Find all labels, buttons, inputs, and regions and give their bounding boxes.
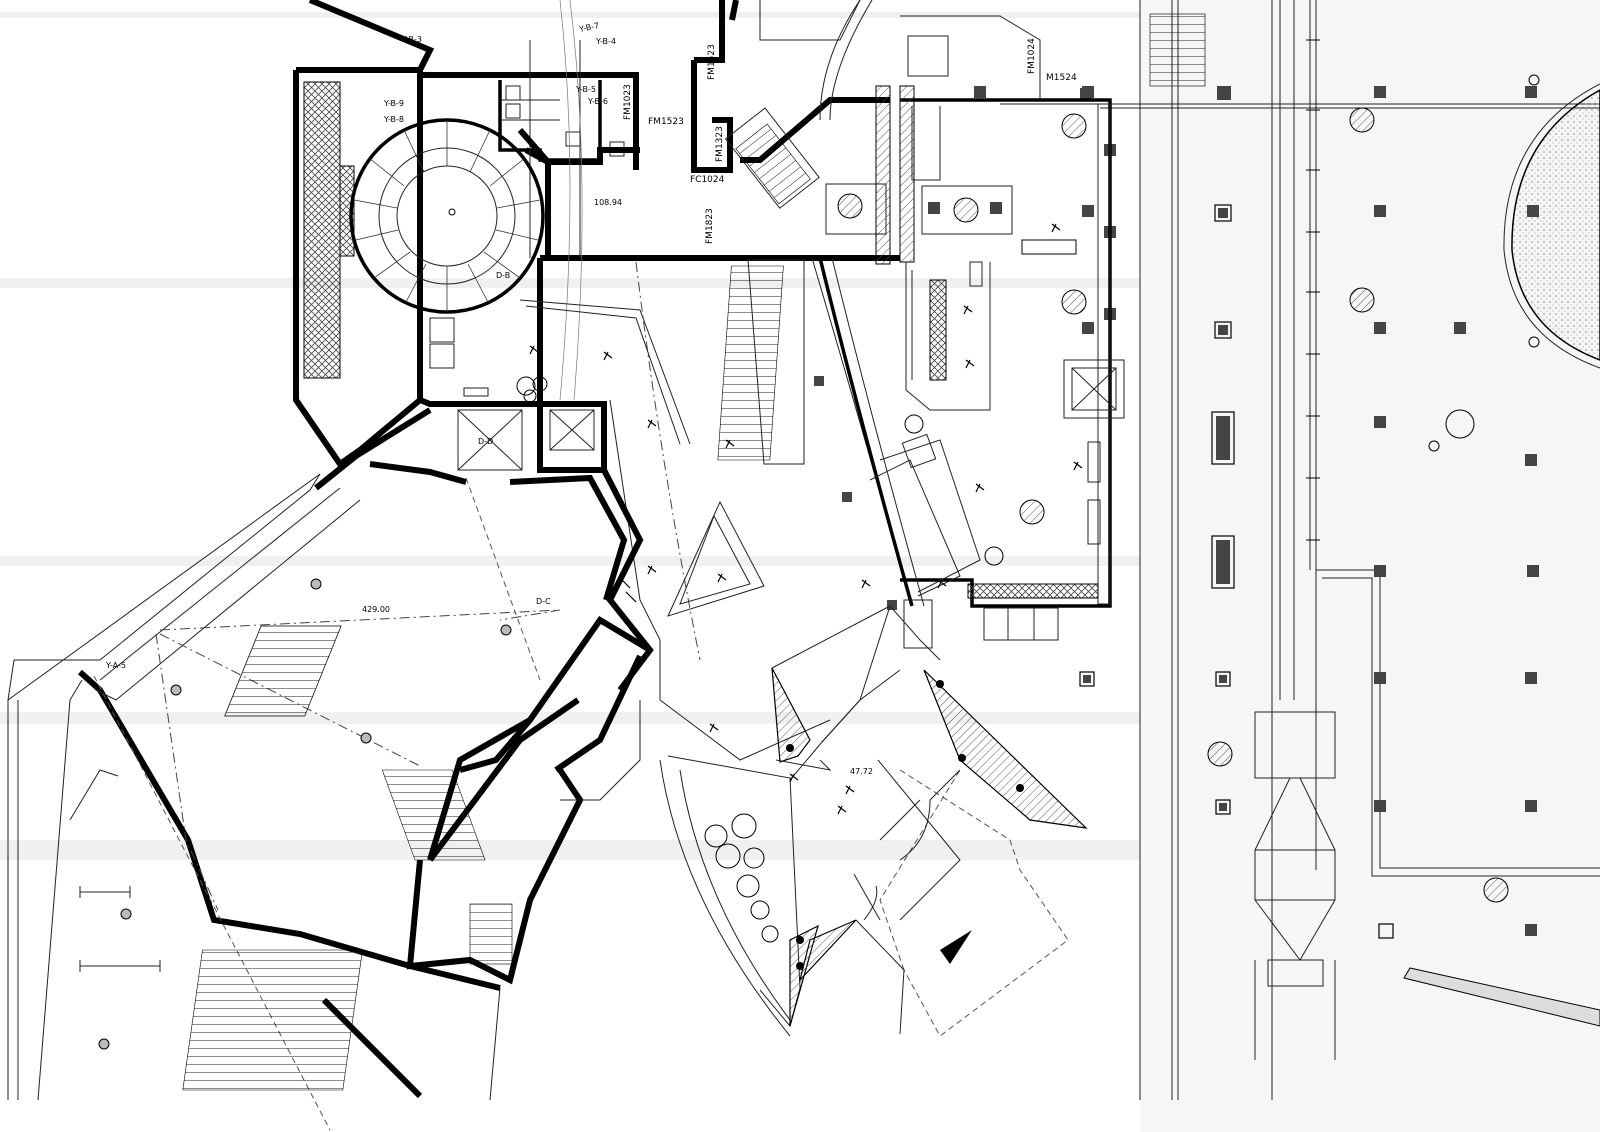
room-label-429: 429.00 xyxy=(362,605,390,614)
door-tag: FC1024 xyxy=(690,175,725,185)
room-label-108: 108.94 xyxy=(594,198,622,207)
pavilion xyxy=(659,605,1088,1037)
stair-tower xyxy=(293,70,607,473)
grid-axis-labels: Y-B-3 Y-B-7 Y-B-4 Y-B-5 Y-B-6 Y-B-9 Y-B-… xyxy=(105,21,616,670)
grid-label: Y-B-4 xyxy=(595,37,616,46)
grid-label: Y-A-5 xyxy=(105,661,126,670)
door-tag: FM1323 xyxy=(715,126,725,162)
stair-mark: D-D xyxy=(478,437,493,446)
room-label-47: 47.72 xyxy=(850,767,873,776)
stair-mark: D-B xyxy=(496,271,510,280)
structural-columns xyxy=(814,74,1540,939)
furniture-marks xyxy=(529,223,1083,815)
door-tags: FM1523 FM1023 FM1523 FM1323 FC1024 FM182… xyxy=(623,38,1077,244)
retail-block xyxy=(899,15,1125,641)
door-tag: FM1823 xyxy=(705,208,715,244)
stair-flights xyxy=(182,615,652,1101)
stair-mark: D-C xyxy=(536,597,551,606)
grid-label: Y-B-6 xyxy=(587,97,608,106)
grid-label: Y-B-3 xyxy=(401,35,422,44)
door-tag: FM1023 xyxy=(623,84,633,120)
grid-label: Y-B-7 xyxy=(578,21,600,34)
door-tag: FM1523 xyxy=(707,44,717,80)
door-tag: M1524 xyxy=(1046,73,1077,83)
central-lobby xyxy=(314,257,1004,761)
room-area-labels: 108.94 429.00 47.72 xyxy=(362,198,873,776)
main-hall xyxy=(7,473,561,1131)
grid-label: Y-B-9 xyxy=(383,99,404,108)
exterior-plaza xyxy=(1000,0,1600,1100)
grid-label: Y-B-5 xyxy=(575,85,596,94)
grid-label: Y-B-8 xyxy=(383,115,404,124)
stair-marks: D-D D-C D-B xyxy=(478,271,551,606)
door-tag: FM1024 xyxy=(1027,38,1037,74)
door-tag: FM1523 xyxy=(648,117,684,127)
